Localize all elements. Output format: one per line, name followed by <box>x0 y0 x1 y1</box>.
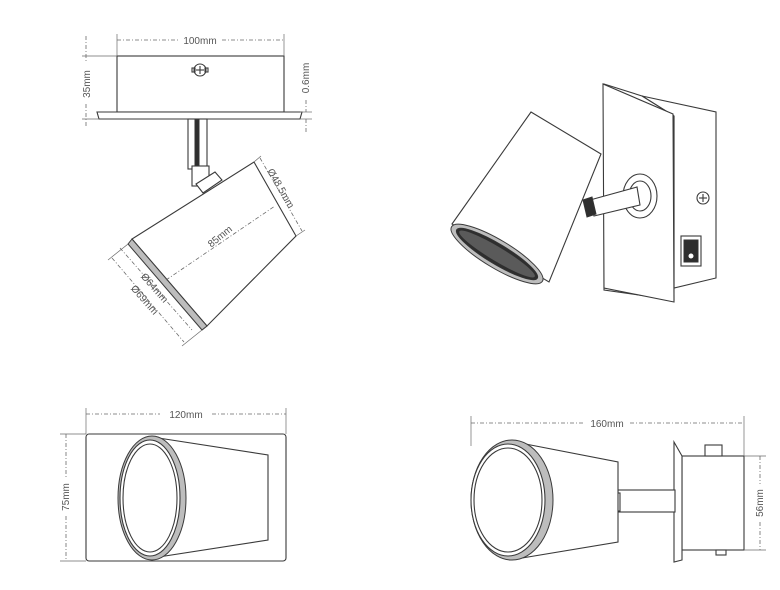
dim-mount-height: 35mm <box>82 70 93 98</box>
cone-body-persp <box>451 111 602 283</box>
tilt-knob <box>195 171 223 194</box>
rocker-switch <box>680 235 702 267</box>
arm-joint-dark <box>582 196 597 218</box>
dim-plate-thickness: 0.6mm <box>301 63 312 94</box>
view-side-bottom-right: 160mm 56mm <box>470 416 766 563</box>
side-backbox <box>681 455 745 551</box>
dim-plate-width: 120mm <box>169 410 202 421</box>
screw-icon-2 <box>696 191 710 205</box>
side-plate <box>673 439 683 563</box>
dim-mount-width: 100mm <box>183 36 216 47</box>
side-arm <box>617 489 676 513</box>
view-perspective <box>450 83 717 303</box>
dim-plate-height: 75mm <box>61 483 72 511</box>
mounting-plate <box>96 111 303 120</box>
cone-rim <box>127 238 208 331</box>
view-front: 120mm 75mm <box>60 408 287 562</box>
arm-shade <box>194 119 200 169</box>
dim-side-height: 56mm <box>755 489 766 517</box>
dim-side-length: 160mm <box>590 419 623 430</box>
screw-icon <box>191 63 209 77</box>
view-side-top-left: 100mm 35mm 0.6mm Ø48.5mm 85mm Ø64mm Ø69m… <box>82 34 312 347</box>
side-screw <box>704 444 723 457</box>
